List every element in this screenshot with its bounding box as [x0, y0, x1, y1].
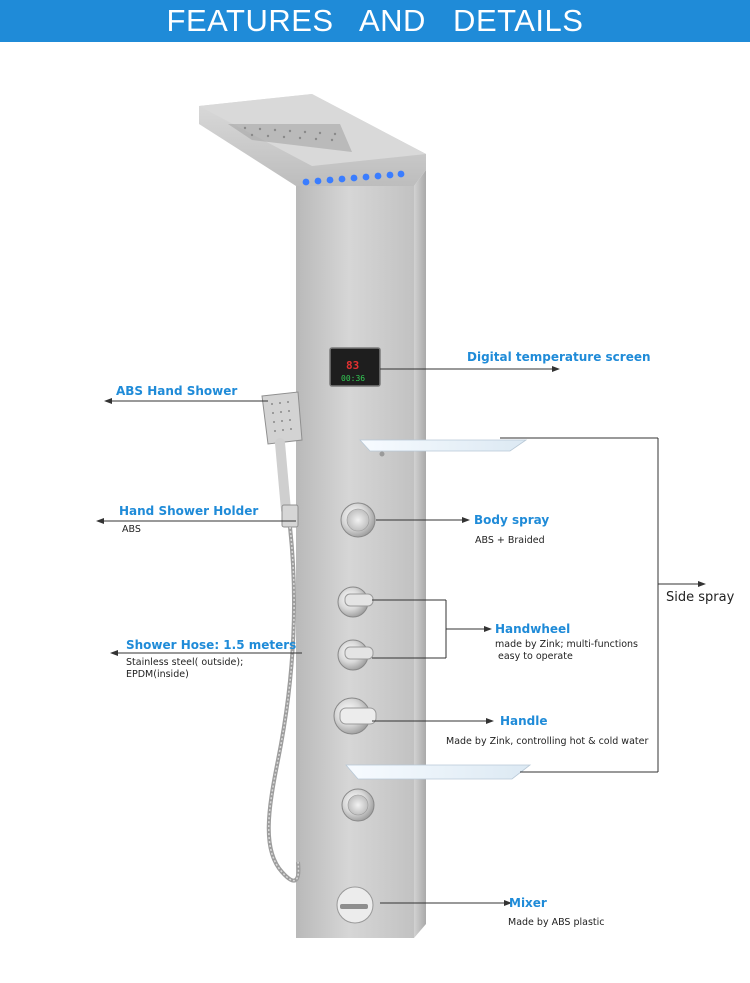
- label-handwheel: Handwheel: [495, 622, 571, 636]
- label-handwheel-desc1: made by Zink; multi-functions: [495, 639, 638, 650]
- label-handwheel-desc2: easy to operate: [498, 651, 573, 662]
- label-shower-hose-desc2: EPDM(inside): [126, 669, 189, 680]
- handwheel-lower: [337, 639, 374, 671]
- callout-arrowheads: [96, 366, 706, 906]
- led-lights: [302, 170, 405, 186]
- label-digital-screen: Digital temperature screen: [467, 350, 651, 364]
- shower-panel: [296, 186, 414, 938]
- label-shower-hose: Shower Hose: 1.5 meters: [126, 638, 297, 652]
- upper-side-spray: [359, 439, 528, 452]
- label-handle: Handle: [500, 714, 548, 728]
- hand-shower-holes: [271, 401, 292, 432]
- hand-shower-holder: [281, 504, 299, 528]
- label-mixer: Mixer: [509, 896, 547, 910]
- label-mixer-desc: Made by ABS plastic: [508, 917, 605, 928]
- label-body-spray: Body spray: [474, 513, 550, 527]
- temperature-handle: [333, 697, 377, 735]
- label-abs-hand-shower: ABS Hand Shower: [116, 384, 238, 398]
- page-title: FEATURES AND DETAILS: [166, 3, 584, 38]
- screen-time: 00:36: [341, 374, 365, 383]
- hose-braid: [268, 526, 300, 882]
- label-side-spray: Side spray: [666, 590, 735, 605]
- label-shower-hose-desc1: Stainless steel( outside);: [126, 657, 244, 668]
- mixer-slot: [340, 904, 368, 909]
- digital-screen: [329, 347, 381, 387]
- nozzle-plate: [228, 124, 352, 152]
- label-hand-shower-holder: Hand Shower Holder: [119, 504, 259, 518]
- panel-side: [414, 170, 426, 938]
- nozzle-dots: [243, 126, 337, 142]
- hand-shower-head: [261, 391, 303, 445]
- hand-shower-handle: [275, 438, 291, 515]
- shelf-screw: [379, 451, 385, 457]
- label-hand-shower-holder-desc: ABS: [122, 524, 141, 535]
- jet-face-lower: [347, 794, 369, 816]
- jet-face: [346, 508, 370, 532]
- screen-temp: 83: [346, 359, 359, 372]
- label-body-spray-desc: ABS + Braided: [475, 535, 545, 546]
- label-handle-desc: Made by Zink, controlling hot & cold wat…: [446, 736, 649, 747]
- lower-side-spray: [345, 764, 532, 780]
- callout-lines: [100, 368, 702, 904]
- header-banner: FEATURES AND DETAILS: [0, 0, 750, 42]
- handwheel-upper: [337, 586, 374, 618]
